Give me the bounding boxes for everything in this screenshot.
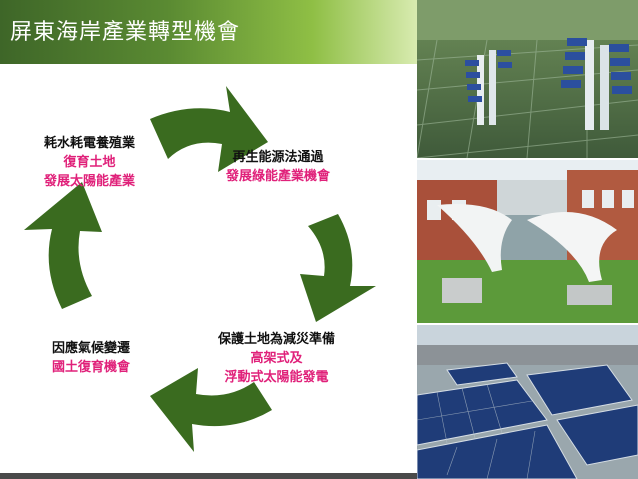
step-bottom-right: 保護土地為減災準備 高架式及 浮動式太陽能發電 — [218, 330, 335, 387]
step-bottom-right-line3: 浮動式太陽能發電 — [218, 368, 335, 387]
step-bottom-left: 因應氣候變遷 國土復育機會 — [52, 339, 130, 377]
step-top-right-line1: 再生能源法通過 — [226, 148, 330, 167]
step-top-left-line2: 復育土地 — [44, 153, 135, 172]
step-bottom-left-line2: 國土復育機會 — [52, 358, 130, 377]
solar-tower-photo — [417, 0, 638, 158]
step-top-right: 再生能源法通過 發展綠能產業機會 — [226, 148, 330, 186]
step-bottom-left-line1: 因應氣候變遷 — [52, 339, 130, 358]
rooftop-solar-photo — [417, 325, 638, 479]
title-bar: 屏東海岸產業轉型機會 — [0, 0, 417, 64]
step-top-left-line3: 發展太陽能產業 — [44, 172, 135, 191]
step-top-right-line2: 發展綠能產業機會 — [226, 167, 330, 186]
step-top-left: 耗水耗電養殖業 復育土地 發展太陽能產業 — [44, 134, 135, 191]
step-bottom-right-line2: 高架式及 — [218, 349, 335, 368]
cycle-arrow-icon — [300, 214, 376, 322]
slide-title: 屏東海岸產業轉型機會 — [10, 14, 240, 46]
bottom-bar — [0, 473, 417, 479]
solar-pavilion-photo — [417, 160, 638, 323]
cycle-arrow-icon — [24, 182, 102, 309]
step-bottom-right-line1: 保護土地為減災準備 — [218, 330, 335, 349]
cycle-diagram: 耗水耗電養殖業 復育土地 發展太陽能產業 再生能源法通過 發展綠能產業機會 保護… — [0, 64, 417, 479]
step-top-left-line1: 耗水耗電養殖業 — [44, 134, 135, 153]
